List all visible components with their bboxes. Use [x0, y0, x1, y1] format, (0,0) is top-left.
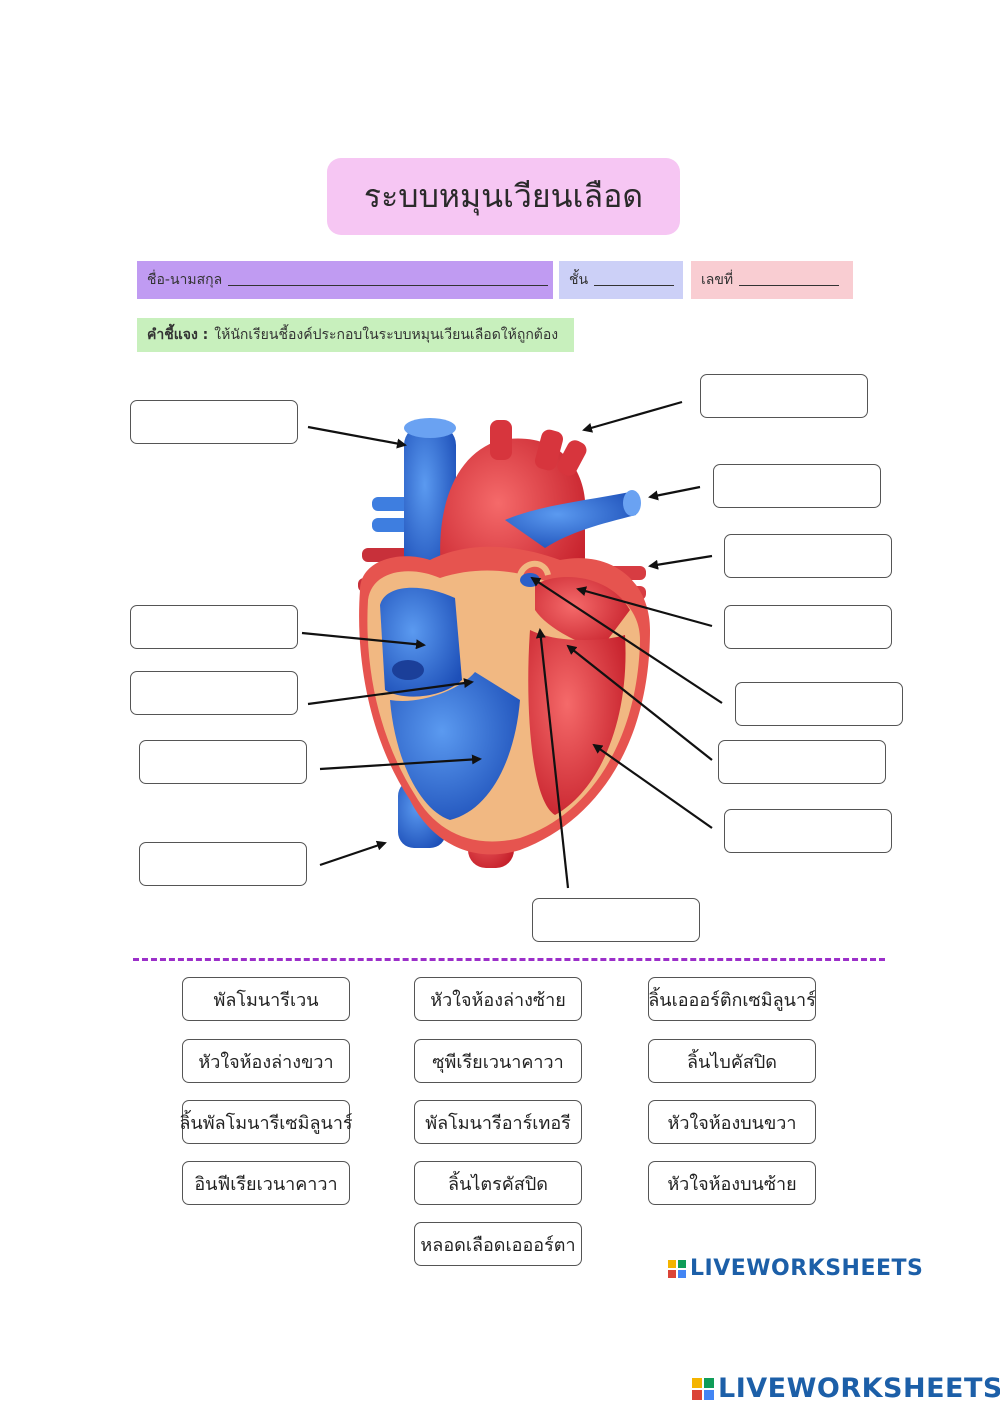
- answer-box-7[interactable]: [718, 740, 886, 784]
- answer-box-8[interactable]: [724, 809, 892, 853]
- word-card[interactable]: หัวใจห้องบนขวา: [648, 1100, 816, 1144]
- answer-box-13[interactable]: [139, 842, 307, 886]
- answer-box-12[interactable]: [139, 740, 307, 784]
- answer-box-4[interactable]: [724, 534, 892, 578]
- word-card[interactable]: พัลโมนารีอาร์เทอรี: [414, 1100, 582, 1144]
- word-card[interactable]: หลอดเลือดเอออร์ตา: [414, 1222, 582, 1266]
- word-card[interactable]: หัวใจห้องล่างขวา: [182, 1039, 350, 1083]
- logo-mark-icon: [668, 1260, 686, 1278]
- answer-box-3[interactable]: [713, 464, 881, 508]
- logo-text: LIVEWORKSHEETS: [718, 1373, 1000, 1404]
- answer-box-6[interactable]: [735, 682, 903, 726]
- answer-box-2[interactable]: [700, 374, 868, 418]
- dashed-divider: [133, 958, 885, 961]
- logo-text: LIVEWORKSHEETS: [690, 1256, 923, 1281]
- word-card[interactable]: ลิ้นพัลโมนารีเซมิลูนาร์: [182, 1100, 350, 1144]
- answer-box-11[interactable]: [130, 671, 298, 715]
- word-card[interactable]: ลิ้นไตรคัสปิด: [414, 1161, 582, 1205]
- word-card[interactable]: ลิ้นไบคัสปิด: [648, 1039, 816, 1083]
- word-card[interactable]: อินฟีเรียเวนาคาวา: [182, 1161, 350, 1205]
- logo-mark-icon: [692, 1378, 714, 1400]
- word-card[interactable]: ลิ้นเอออร์ติกเซมิลูนาร์: [648, 977, 816, 1021]
- answer-box-9[interactable]: [532, 898, 700, 942]
- liveworksheets-logo: LIVEWORKSHEETS: [668, 1256, 923, 1281]
- word-card[interactable]: พัลโมนารีเวน: [182, 977, 350, 1021]
- answer-box-10[interactable]: [130, 605, 298, 649]
- liveworksheets-logo-footer: LIVEWORKSHEETS: [692, 1373, 1000, 1404]
- answer-box-5[interactable]: [724, 605, 892, 649]
- word-card[interactable]: หัวใจห้องล่างซ้าย: [414, 977, 582, 1021]
- answer-box-1[interactable]: [130, 400, 298, 444]
- word-card[interactable]: หัวใจห้องบนซ้าย: [648, 1161, 816, 1205]
- word-card[interactable]: ซุพีเรียเวนาคาวา: [414, 1039, 582, 1083]
